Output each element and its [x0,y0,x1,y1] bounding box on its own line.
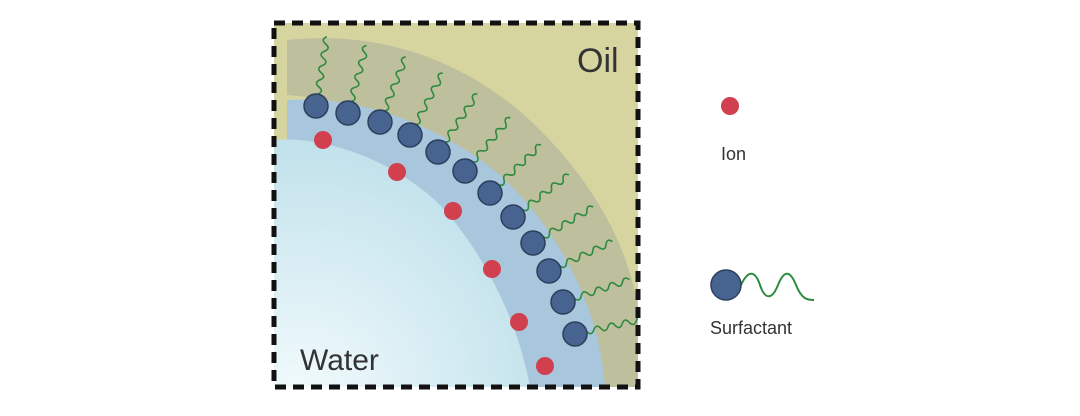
surfactant-head-icon [710,269,742,301]
surfactant-head [536,258,562,284]
surfactant-tail [559,239,613,269]
ion [444,202,462,220]
surfactant-tail [522,173,570,212]
surfactant-tail [586,316,638,335]
ion [483,260,501,278]
legend-ion: Ion [721,97,746,164]
ion [388,163,406,181]
surfactant-head [303,93,329,119]
surfactant-tail [472,116,511,163]
water-label: Water [300,344,379,377]
oil-label: Oil [577,42,619,80]
ion [314,131,332,149]
surfactant-head [367,109,393,135]
surfactant-tail [444,93,478,143]
surfactant-head [550,289,576,315]
surfactant-tail [498,143,542,186]
surfactant-tail [384,56,406,112]
ion-icon [721,97,739,115]
ion [510,313,528,331]
legend-ion-label: Ion [721,144,746,164]
surfactant-head [397,122,423,148]
ion [536,357,554,375]
legend-surfactant: Surfactant [710,269,815,338]
surfactant-tail [573,277,630,301]
surfactant-head [500,204,526,230]
surfactant-head [520,230,546,256]
surfactant-tail [415,72,443,126]
surfactant-tail-icon [740,272,815,301]
frame-border [271,20,641,390]
surfactant-head [335,100,361,126]
surfactant-tail [315,36,329,95]
water-phase [274,139,530,387]
surfactant-head [425,139,451,165]
surfactant-tail [542,205,594,239]
surfactant-tail [350,44,368,103]
surfactant-head [452,158,478,184]
legend-surfactant-label: Surfactant [710,318,792,338]
surfactant-head [562,321,588,347]
surfactant-head [477,180,503,206]
